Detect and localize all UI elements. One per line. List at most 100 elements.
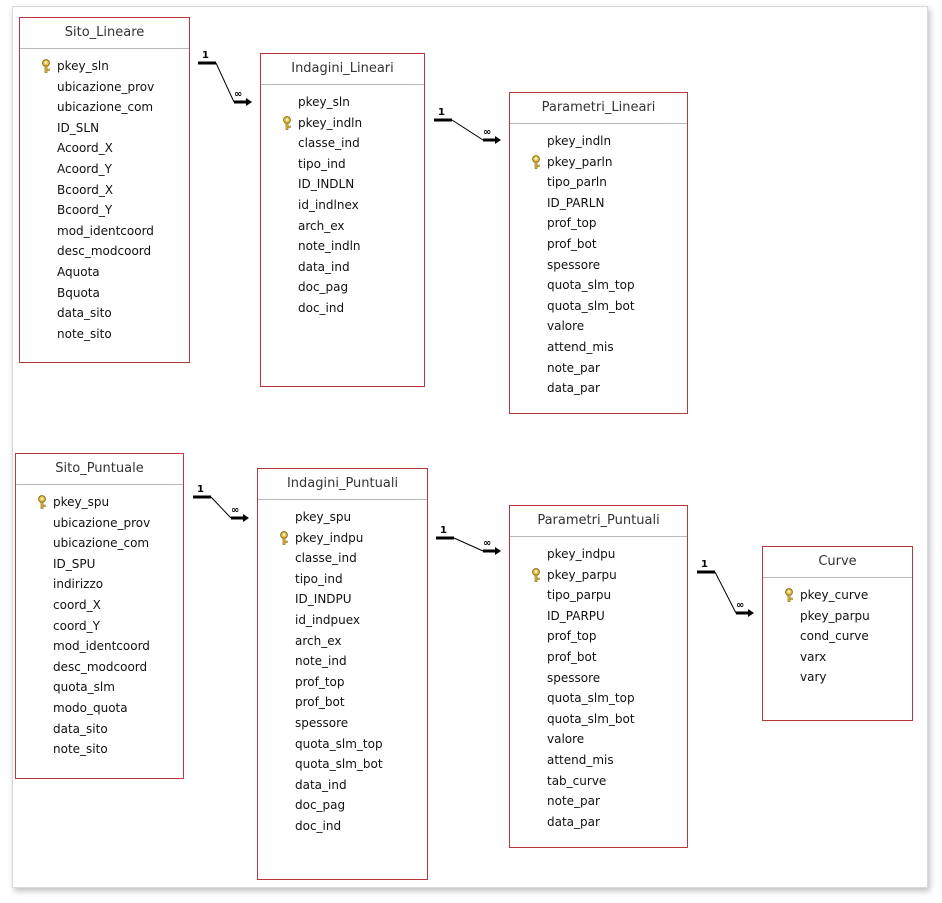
field-ubicazione-prov[interactable]: ubicazione_prov <box>20 77 189 98</box>
field-tipo-parln[interactable]: tipo_parln <box>510 172 687 193</box>
field-quota-slm-top[interactable]: quota_slm_top <box>510 688 687 709</box>
field-valore[interactable]: valore <box>510 316 687 337</box>
field-ubicazione-com[interactable]: ubicazione_com <box>16 533 183 554</box>
field-mod-identcoord[interactable]: mod_identcoord <box>16 636 183 657</box>
field-pkey-parpu[interactable]: pkey_parpu <box>763 606 912 627</box>
field-data-ind[interactable]: data_ind <box>261 257 424 278</box>
field-quota-slm-bot[interactable]: quota_slm_bot <box>258 754 427 775</box>
field-ubicazione-com[interactable]: ubicazione_com <box>20 97 189 118</box>
field-acoord-x[interactable]: Acoord_X <box>20 138 189 159</box>
field-classe-ind[interactable]: classe_ind <box>258 548 427 569</box>
field-label: ubicazione_prov <box>57 79 155 94</box>
field-desc-modcoord[interactable]: desc_modcoord <box>16 657 183 678</box>
field-tipo-parpu[interactable]: tipo_parpu <box>510 585 687 606</box>
field-label: valore <box>547 319 585 334</box>
field-pkey-sln[interactable]: pkey_sln <box>20 56 189 77</box>
field-bquota[interactable]: Bquota <box>20 283 189 304</box>
field-data-sito[interactable]: data_sito <box>20 303 189 324</box>
field-pkey-curve[interactable]: pkey_curve <box>763 585 912 606</box>
field-quota-slm-bot[interactable]: quota_slm_bot <box>510 709 687 730</box>
field-spessore[interactable]: spessore <box>510 668 687 689</box>
primary-key-icon <box>530 567 542 582</box>
field-id-indpu[interactable]: ID_INDPU <box>258 589 427 610</box>
field-aquota[interactable]: Aquota <box>20 262 189 283</box>
field-varx[interactable]: varx <box>763 647 912 668</box>
field-quota-slm-bot[interactable]: quota_slm_bot <box>510 296 687 317</box>
field-spessore[interactable]: spessore <box>258 713 427 734</box>
field-arch-ex[interactable]: arch_ex <box>258 631 427 652</box>
field-prof-top[interactable]: prof_top <box>258 672 427 693</box>
field-note-sito[interactable]: note_sito <box>20 324 189 345</box>
field-quota-slm-top[interactable]: quota_slm_top <box>510 275 687 296</box>
field-tipo-ind[interactable]: tipo_ind <box>261 154 424 175</box>
field-note-par[interactable]: note_par <box>510 791 687 812</box>
field-id-indpuex[interactable]: id_indpuex <box>258 610 427 631</box>
field-quota-slm-top[interactable]: quota_slm_top <box>258 734 427 755</box>
field-pkey-indln[interactable]: pkey_indln <box>510 131 687 152</box>
field-bcoord-x[interactable]: Bcoord_X <box>20 180 189 201</box>
field-spessore[interactable]: spessore <box>510 255 687 276</box>
field-valore[interactable]: valore <box>510 729 687 750</box>
field-tab-curve[interactable]: tab_curve <box>510 771 687 792</box>
field-doc-ind[interactable]: doc_ind <box>261 298 424 319</box>
field-id-parpu[interactable]: ID_PARPU <box>510 606 687 627</box>
field-prof-bot[interactable]: prof_bot <box>510 234 687 255</box>
field-note-par[interactable]: note_par <box>510 358 687 379</box>
field-data-par[interactable]: data_par <box>510 378 687 399</box>
field-pkey-spu[interactable]: pkey_spu <box>258 507 427 528</box>
field-arch-ex[interactable]: arch_ex <box>261 216 424 237</box>
field-id-sln[interactable]: ID_SLN <box>20 118 189 139</box>
field-data-ind[interactable]: data_ind <box>258 775 427 796</box>
field-acoord-y[interactable]: Acoord_Y <box>20 159 189 180</box>
field-prof-bot[interactable]: prof_bot <box>510 647 687 668</box>
field-coord-x[interactable]: coord_X <box>16 595 183 616</box>
field-prof-top[interactable]: prof_top <box>510 213 687 234</box>
field-attend-mis[interactable]: attend_mis <box>510 750 687 771</box>
table-title: Indagini_Lineari <box>261 54 424 85</box>
field-doc-ind[interactable]: doc_ind <box>258 816 427 837</box>
field-pkey-parpu[interactable]: pkey_parpu <box>510 565 687 586</box>
field-pkey-parln[interactable]: pkey_parln <box>510 152 687 173</box>
field-id-parln[interactable]: ID_PARLN <box>510 193 687 214</box>
field-label: id_indpuex <box>295 612 361 627</box>
field-modo-quota[interactable]: modo_quota <box>16 698 183 719</box>
primary-key-icon <box>281 115 293 130</box>
field-tipo-ind[interactable]: tipo_ind <box>258 569 427 590</box>
field-classe-ind[interactable]: classe_ind <box>261 133 424 154</box>
field-pkey-spu[interactable]: pkey_spu <box>16 492 183 513</box>
field-id-spu[interactable]: ID_SPU <box>16 554 183 575</box>
field-bcoord-y[interactable]: Bcoord_Y <box>20 200 189 221</box>
field-data-par[interactable]: data_par <box>510 812 687 833</box>
field-prof-bot[interactable]: prof_bot <box>258 692 427 713</box>
field-note-sito[interactable]: note_sito <box>16 739 183 760</box>
field-ubicazione-prov[interactable]: ubicazione_prov <box>16 513 183 534</box>
field-pkey-sln[interactable]: pkey_sln <box>261 92 424 113</box>
field-cond-curve[interactable]: cond_curve <box>763 626 912 647</box>
field-label: tipo_ind <box>295 571 343 586</box>
field-coord-y[interactable]: coord_Y <box>16 616 183 637</box>
field-note-ind[interactable]: note_ind <box>258 651 427 672</box>
field-desc-modcoord[interactable]: desc_modcoord <box>20 241 189 262</box>
field-attend-mis[interactable]: attend_mis <box>510 337 687 358</box>
field-indirizzo[interactable]: indirizzo <box>16 574 183 595</box>
field-pkey-indpu[interactable]: pkey_indpu <box>258 528 427 549</box>
field-prof-top[interactable]: prof_top <box>510 626 687 647</box>
field-pkey-indln[interactable]: pkey_indln <box>261 113 424 134</box>
field-mod-identcoord[interactable]: mod_identcoord <box>20 221 189 242</box>
field-doc-pag[interactable]: doc_pag <box>258 795 427 816</box>
field-id-indlnex[interactable]: id_indlnex <box>261 195 424 216</box>
field-vary[interactable]: vary <box>763 667 912 688</box>
field-data-sito[interactable]: data_sito <box>16 719 183 740</box>
field-pkey-indpu[interactable]: pkey_indpu <box>510 544 687 565</box>
field-doc-pag[interactable]: doc_pag <box>261 277 424 298</box>
field-note-indln[interactable]: note_indln <box>261 236 424 257</box>
field-id-indln[interactable]: ID_INDLN <box>261 174 424 195</box>
field-quota-slm[interactable]: quota_slm <box>16 677 183 698</box>
